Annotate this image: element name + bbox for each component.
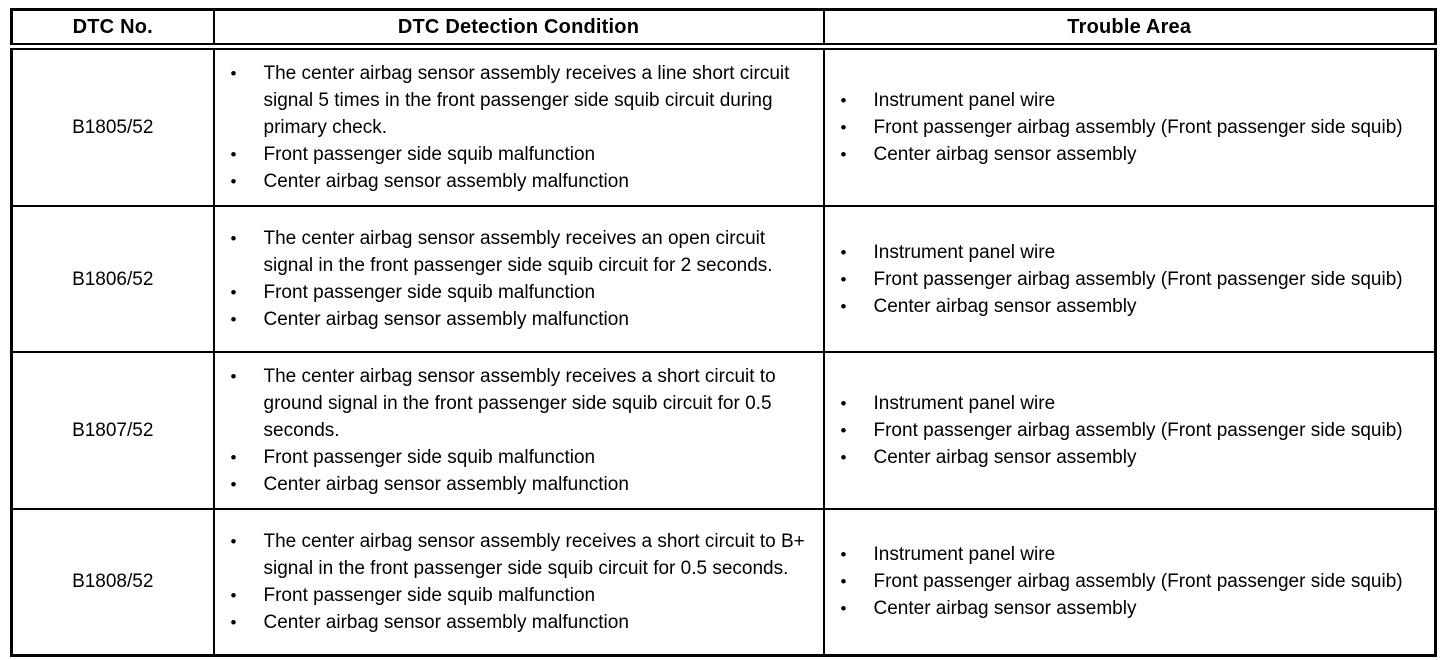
dtc-no-cell: B1805/52	[10, 45, 215, 207]
bullet-item: • Front passenger airbag assembly (Front …	[841, 114, 1425, 141]
bullet-item: • Instrument panel wire	[841, 390, 1425, 417]
bullet-icon: •	[230, 283, 237, 302]
bullet-icon: •	[840, 242, 847, 262]
bullet-icon: •	[230, 229, 237, 248]
trouble-area-cell: • Instrument panel wire • Front passenger a…	[822, 205, 1437, 353]
bullet-icon: •	[230, 448, 237, 467]
bullet-item: • Center airbag sensor assembly	[841, 293, 1425, 320]
dtc-row: B1808/52 • The center airbag sensor assemb…	[10, 508, 1437, 656]
bullet-text: Instrument panel wire	[873, 90, 1056, 111]
bullet-item: • Front passenger side squib malfunction	[231, 444, 813, 471]
header-trouble-area: Trouble Area	[822, 8, 1437, 50]
bullet-icon: •	[230, 367, 237, 386]
bullet-text: Instrument panel wire	[873, 241, 1056, 263]
bullet-icon: •	[230, 612, 237, 632]
bullet-text: The center airbag sensor assembly receiv…	[263, 228, 773, 276]
bullet-item: • Front passenger airbag assembly (Front …	[841, 417, 1425, 444]
bullet-text: Front passenger side squib malfunction	[263, 144, 596, 165]
bullet-item: • Center airbag sensor assembly malfuncti…	[231, 609, 813, 636]
bullet-text: Instrument panel wire	[873, 393, 1056, 414]
bullet-item: • The center airbag sensor assembly recei…	[231, 225, 813, 279]
bullet-icon: •	[230, 145, 237, 164]
dtc-row: B1807/52 • The center airbag sensor assemb…	[10, 351, 1437, 510]
table-body: B1805/52 • The center airbag sensor assemb…	[10, 45, 1437, 656]
bullet-item: • Instrument panel wire	[841, 239, 1425, 266]
detection-condition-cell: • The center airbag sensor assembly recei…	[212, 205, 825, 353]
bullet-text: Center airbag sensor assembly	[873, 144, 1137, 165]
bullet-item: • Front passenger airbag assembly (Front …	[841, 266, 1425, 293]
bullet-item: • The center airbag sensor assembly recei…	[231, 60, 813, 141]
trouble-area-cell: • Instrument panel wire • Front passenger a…	[822, 508, 1437, 656]
bullet-item: • The center airbag sensor assembly recei…	[231, 528, 813, 582]
bullet-icon: •	[840, 145, 847, 164]
bullet-text: Front passenger airbag assembly (Front p…	[873, 268, 1403, 290]
bullet-item: • Center airbag sensor assembly malfuncti…	[231, 471, 813, 498]
table-header: DTC No. DTC Detection Condition Trouble …	[10, 8, 1437, 50]
bullet-text: Center airbag sensor assembly malfunctio…	[263, 171, 629, 192]
bullet-item: • Front passenger side squib malfunction	[231, 141, 813, 168]
bullet-item: • Center airbag sensor assembly malfuncti…	[231, 168, 813, 195]
trouble-area-cell: • Instrument panel wire • Front passenger a…	[822, 351, 1437, 510]
bullet-text: Instrument panel wire	[873, 544, 1056, 566]
bullet-text: Front passenger side squib malfunction	[263, 447, 596, 468]
detection-condition-cell: • The center airbag sensor assembly recei…	[212, 351, 825, 510]
dtc-no-cell: B1807/52	[10, 351, 215, 510]
bullet-item: • Instrument panel wire	[841, 87, 1425, 114]
bullet-item: • Center airbag sensor assembly	[841, 141, 1425, 168]
bullet-text: Center airbag sensor assembly malfunctio…	[263, 309, 629, 330]
dtc-table: DTC No. DTC Detection Condition Trouble …	[10, 8, 1437, 657]
bullet-icon: •	[840, 545, 847, 565]
dtc-no-cell: B1808/52	[10, 508, 215, 656]
bullet-text: Front passenger side squib malfunction	[263, 584, 596, 606]
bullet-item: • Center airbag sensor assembly	[841, 444, 1425, 471]
bullet-text: Front passenger side squib malfunction	[263, 282, 596, 303]
trouble-area-cell: • Instrument panel wire • Front passenger a…	[822, 45, 1437, 207]
bullet-text: Front passenger airbag assembly (Front p…	[873, 117, 1403, 138]
header-row: DTC No. DTC Detection Condition Trouble …	[10, 8, 1437, 50]
bullet-text: Center airbag sensor assembly	[873, 598, 1137, 620]
bullet-icon: •	[840, 448, 847, 467]
bullet-icon: •	[840, 118, 847, 137]
bullet-icon: •	[230, 531, 237, 551]
bullet-item: • Instrument panel wire	[841, 541, 1425, 568]
bullet-item: • The center airbag sensor assembly recei…	[231, 363, 813, 444]
dtc-row: B1806/52 • The center airbag sensor assemb…	[10, 205, 1437, 353]
header-dtc-no: DTC No.	[10, 8, 215, 50]
bullet-icon: •	[840, 91, 847, 110]
detection-condition-cell: • The center airbag sensor assembly recei…	[212, 508, 825, 656]
bullet-item: • Front passenger airbag assembly (Front …	[841, 568, 1425, 595]
detection-condition-cell: • The center airbag sensor assembly recei…	[212, 45, 825, 207]
bullet-icon: •	[230, 310, 237, 329]
header-detection-condition: DTC Detection Condition	[212, 8, 825, 50]
bullet-icon: •	[230, 585, 237, 605]
bullet-text: The center airbag sensor assembly receiv…	[263, 63, 790, 138]
bullet-icon: •	[840, 599, 847, 619]
dtc-row: B1805/52 • The center airbag sensor assemb…	[10, 45, 1437, 207]
bullet-item: • Center airbag sensor assembly malfuncti…	[231, 306, 813, 333]
bullet-text: Center airbag sensor assembly	[873, 447, 1137, 468]
bullet-icon: •	[230, 64, 237, 83]
bullet-icon: •	[230, 172, 237, 191]
bullet-text: The center airbag sensor assembly receiv…	[263, 366, 776, 441]
bullet-icon: •	[840, 269, 847, 289]
bullet-text: The center airbag sensor assembly receiv…	[263, 530, 805, 579]
bullet-item: • Front passenger side squib malfunction	[231, 582, 813, 609]
bullet-text: Center airbag sensor assembly malfunctio…	[263, 474, 629, 495]
bullet-text: Front passenger airbag assembly (Front p…	[873, 420, 1403, 441]
bullet-text: Center airbag sensor assembly malfunctio…	[263, 611, 629, 633]
bullet-icon: •	[840, 421, 847, 440]
bullet-icon: •	[840, 394, 847, 413]
bullet-text: Center airbag sensor assembly	[873, 295, 1137, 317]
bullet-icon: •	[840, 296, 847, 316]
bullet-icon: •	[230, 475, 237, 494]
bullet-text: Front passenger airbag assembly (Front p…	[873, 571, 1403, 593]
bullet-item: • Front passenger side squib malfunction	[231, 279, 813, 306]
bullet-icon: •	[840, 572, 847, 592]
dtc-no-cell: B1806/52	[10, 205, 215, 353]
bullet-item: • Center airbag sensor assembly	[841, 595, 1425, 622]
